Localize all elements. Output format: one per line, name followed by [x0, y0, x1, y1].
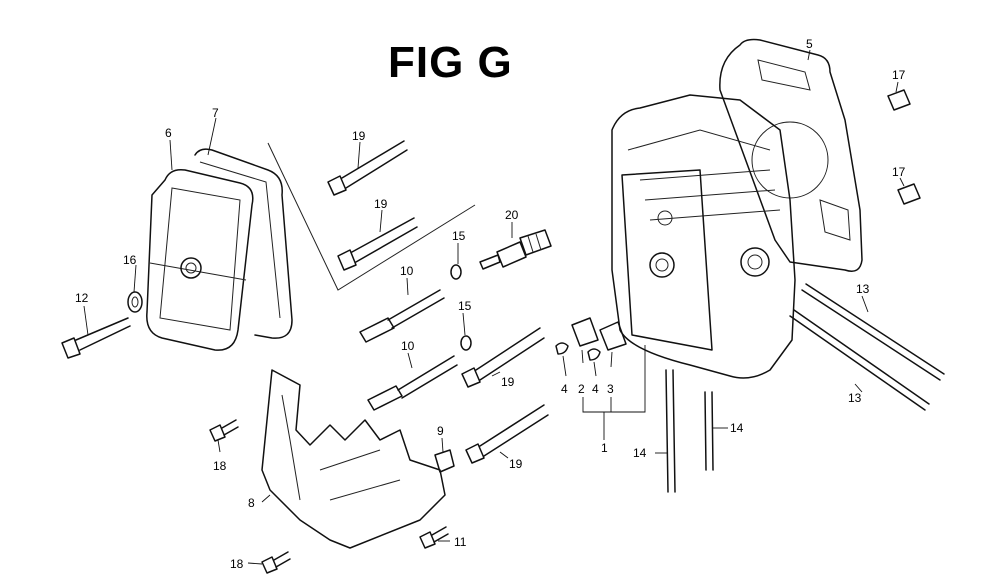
callout-9: 9: [437, 424, 444, 438]
stud-10-lower: [367, 355, 458, 411]
callout-11: 11: [454, 535, 467, 549]
leader-lines: [83, 49, 905, 565]
bolt-19-upper-a: [327, 140, 408, 196]
callout-6: 6: [165, 126, 172, 140]
callout-16: 16: [123, 253, 137, 267]
callout-14-b: 14: [730, 421, 744, 435]
callout-12: 12: [75, 291, 89, 305]
valve-cap-3: [599, 321, 627, 351]
cylinder-head-part: [611, 94, 796, 379]
callout-7: 7: [212, 106, 219, 120]
bolt-18-lower: [261, 551, 291, 574]
dowel-pin-17-upper: [887, 89, 911, 111]
figure-title: FIG G: [388, 38, 513, 87]
group-separator-line: [267, 142, 476, 291]
head-cover-gasket-part: [194, 148, 293, 339]
callout-2: 2: [578, 382, 585, 396]
retainer-4-right: [587, 348, 601, 361]
cover-bolt-part: [61, 317, 131, 359]
callout-19-b: 19: [374, 197, 388, 211]
stud-14-right: [704, 391, 714, 471]
callout-15-b: 15: [458, 299, 472, 313]
bolt-19-lower-b: [465, 404, 549, 464]
callout-19-a: 19: [352, 129, 366, 143]
callout-4-a: 4: [561, 382, 568, 396]
callout-13-b: 13: [848, 391, 862, 405]
washer-15-upper: [450, 264, 462, 280]
head-cover-part: [146, 168, 254, 351]
callout-18-b: 18: [230, 557, 244, 571]
stud-10-upper: [359, 289, 445, 343]
callout-5: 5: [806, 37, 813, 51]
spark-plug-part: [479, 229, 552, 270]
cylinder-head-gasket-part: [719, 38, 863, 272]
bolt-11: [419, 526, 449, 549]
stud-13-lower: [789, 309, 930, 411]
callout-19-c: 19: [501, 375, 515, 389]
retainer-4-left: [555, 342, 569, 355]
washer-part: [127, 291, 143, 313]
stud-13-upper: [801, 283, 945, 381]
callout-8: 8: [248, 496, 255, 510]
callout-17-a: 17: [892, 68, 906, 82]
bolt-18-upper: [209, 419, 239, 442]
bolt-19-upper-b: [337, 217, 418, 271]
callout-14-a: 14: [633, 446, 647, 460]
clip-part: [434, 449, 455, 473]
callout-18-a: 18: [213, 459, 227, 473]
callout-4-b: 4: [592, 382, 599, 396]
callout-13-a: 13: [856, 282, 870, 296]
callout-20: 20: [505, 208, 519, 222]
shroud-bracket-part: [261, 369, 446, 549]
callout-15-a: 15: [452, 229, 466, 243]
callout-17-b: 17: [892, 165, 906, 179]
washer-15-lower: [460, 335, 472, 351]
callout-10-b: 10: [401, 339, 415, 353]
callout-1: 1: [601, 441, 608, 455]
callout-19-d: 19: [509, 457, 523, 471]
callout-10-a: 10: [400, 264, 414, 278]
callout-3: 3: [607, 382, 614, 396]
bolt-19-lower-a: [461, 327, 545, 388]
valve-cap-2: [571, 317, 599, 347]
dowel-pin-17-lower: [897, 183, 921, 205]
stud-14-left: [665, 369, 676, 493]
